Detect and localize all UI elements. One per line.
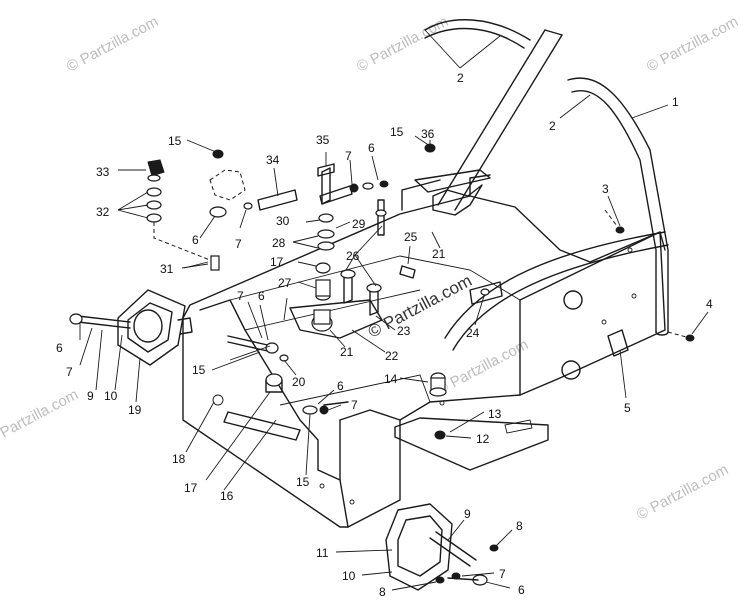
callout-17: 17 xyxy=(184,481,198,495)
steering-post xyxy=(414,19,669,351)
callout-21: 21 xyxy=(340,345,354,359)
callout-6: 6 xyxy=(518,583,525,597)
callout-21: 21 xyxy=(432,247,446,261)
callout-7: 7 xyxy=(345,149,352,163)
callout-7: 7 xyxy=(235,237,242,251)
callout-7: 7 xyxy=(351,398,358,412)
callout-15: 15 xyxy=(296,475,310,489)
callout-5: 5 xyxy=(624,401,631,415)
callout-12: 12 xyxy=(476,432,490,446)
callout-15: 15 xyxy=(168,134,182,148)
rear-bar xyxy=(567,77,669,336)
hardware xyxy=(146,143,695,584)
watermark: © Partzilla.com xyxy=(354,13,451,75)
callout-8: 8 xyxy=(516,519,523,533)
callout-35: 35 xyxy=(316,133,330,147)
callout-10: 10 xyxy=(104,389,118,403)
watermark: © Partzilla.com xyxy=(634,461,731,523)
callout-20: 20 xyxy=(292,375,306,389)
callout-28: 28 xyxy=(272,236,286,250)
watermark: © Partzilla.com xyxy=(434,336,531,398)
callout-27: 27 xyxy=(278,276,292,290)
callout-labels: 1 2 2 3 4 5 6 6 6 6 6 6 6 7 7 7 7 7 7 8 … xyxy=(56,71,713,599)
callout-6: 6 xyxy=(368,141,375,155)
callout-33: 33 xyxy=(96,165,110,179)
callout-26: 26 xyxy=(346,249,360,263)
callout-17: 17 xyxy=(270,255,284,269)
callout-14: 14 xyxy=(384,372,398,386)
leader-lines xyxy=(79,29,709,591)
steering-arm xyxy=(227,262,383,362)
callout-16: 16 xyxy=(220,489,234,503)
callout-2: 2 xyxy=(457,71,464,85)
callout-2: 2 xyxy=(549,119,556,133)
callout-6: 6 xyxy=(192,233,199,247)
callout-3: 3 xyxy=(602,182,609,196)
callout-7: 7 xyxy=(66,365,73,379)
chassis-frame xyxy=(182,174,666,528)
callout-29: 29 xyxy=(352,217,366,231)
callout-11: 11 xyxy=(316,546,329,560)
watermark: © Partzilla.com xyxy=(0,386,81,448)
callout-1: 1 xyxy=(672,95,679,109)
left-bracket xyxy=(69,289,193,366)
callout-36: 36 xyxy=(421,127,435,141)
center-watermark: © Partzilla.com xyxy=(365,271,475,342)
callout-10: 10 xyxy=(342,569,356,583)
callout-13: 13 xyxy=(488,407,502,421)
callout-9: 9 xyxy=(87,389,94,403)
callout-15: 15 xyxy=(390,125,404,139)
callout-7: 7 xyxy=(237,289,244,303)
callout-4: 4 xyxy=(706,297,713,311)
callout-9: 9 xyxy=(464,507,471,521)
callout-23: 23 xyxy=(397,324,411,338)
callout-6: 6 xyxy=(337,379,344,393)
callout-30: 30 xyxy=(276,214,290,228)
callout-34: 34 xyxy=(266,153,280,167)
callout-24: 24 xyxy=(466,326,480,340)
callout-19: 19 xyxy=(128,403,142,417)
callout-31: 31 xyxy=(160,262,174,276)
callout-25: 25 xyxy=(404,230,418,244)
watermark: © Partzilla.com xyxy=(64,13,161,75)
callout-18: 18 xyxy=(172,452,186,466)
callout-15: 15 xyxy=(192,363,206,377)
lower-bracket xyxy=(385,503,488,591)
watermark: © Partzilla.com xyxy=(644,13,741,75)
callout-7: 7 xyxy=(499,567,506,581)
callout-22: 22 xyxy=(385,349,399,363)
watermarks: © Partzilla.com © Partzilla.com © Partzi… xyxy=(0,13,741,523)
callout-32: 32 xyxy=(96,205,110,219)
callout-6: 6 xyxy=(258,289,265,303)
callout-6: 6 xyxy=(56,341,63,355)
callout-8: 8 xyxy=(379,585,386,599)
